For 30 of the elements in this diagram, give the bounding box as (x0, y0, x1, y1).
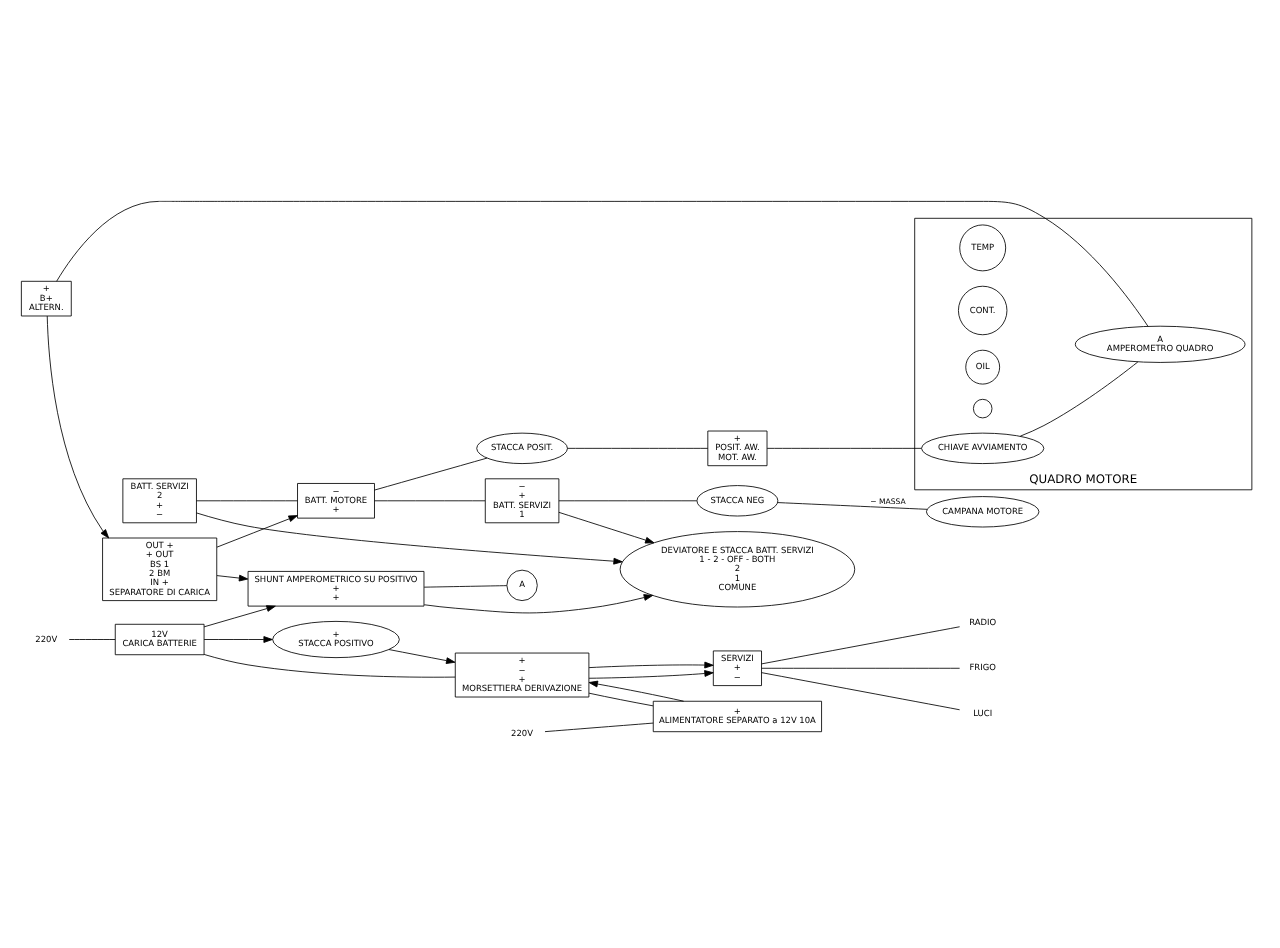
connector (374, 456, 488, 490)
arrow (203, 635, 273, 642)
connector (203, 653, 456, 677)
connector (567, 446, 709, 448)
connector (558, 499, 698, 501)
node-circle (972, 397, 993, 418)
arrow (203, 604, 276, 627)
arrow (388, 648, 456, 663)
connector (544, 721, 654, 732)
arrow (216, 573, 249, 581)
arrow (558, 510, 655, 543)
connector (761, 625, 961, 664)
arrow (588, 660, 714, 668)
connector (56, 199, 1149, 326)
connector (777, 501, 928, 509)
connector (196, 499, 298, 501)
connector (761, 671, 961, 710)
arrow (196, 511, 623, 564)
connector (761, 666, 961, 668)
connector (68, 638, 116, 639)
connector (766, 446, 922, 448)
arrow (423, 593, 653, 613)
connector (374, 499, 486, 501)
arrow (588, 679, 685, 701)
arrow (216, 514, 298, 547)
connector (588, 691, 654, 706)
arrow (46, 314, 110, 538)
connector (423, 584, 508, 587)
arrow (588, 669, 714, 678)
connector (1019, 360, 1139, 436)
